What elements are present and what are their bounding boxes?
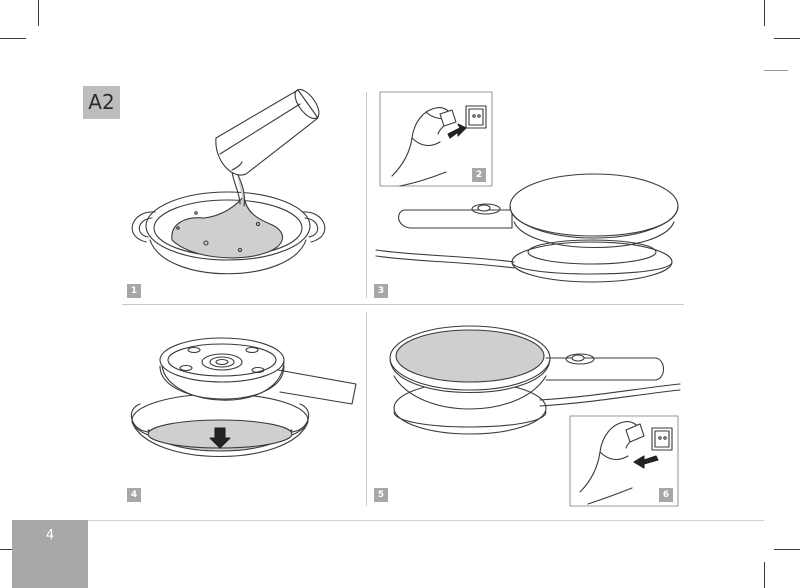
unplug-from-socket-icon <box>569 415 679 507</box>
crop-mark <box>38 0 39 26</box>
crop-mark <box>774 549 800 550</box>
step-badge-4: 4 <box>127 488 141 502</box>
step-badge-5: 5 <box>374 488 388 502</box>
vertical-divider-bottom <box>366 312 367 506</box>
crop-mark <box>764 562 765 588</box>
step-badge-1: 1 <box>127 284 141 298</box>
cooker-on-base-icon <box>375 173 679 283</box>
footer-divider <box>88 520 764 521</box>
pour-water-into-base-icon <box>131 88 326 275</box>
vertical-divider-top <box>366 92 367 298</box>
crop-mark <box>764 70 788 71</box>
plug-into-socket-icon <box>379 91 493 187</box>
crop-mark <box>774 38 800 39</box>
page-number-box: 4 <box>12 520 88 588</box>
step-badge-2: 2 <box>472 168 486 182</box>
dip-cooker-into-base-icon <box>130 337 357 458</box>
horizontal-divider <box>122 304 684 305</box>
step-badge-6: 6 <box>659 488 673 502</box>
crop-mark <box>764 0 765 26</box>
crop-mark <box>0 38 26 39</box>
section-label: A2 <box>83 86 120 119</box>
step-badge-3: 3 <box>374 284 388 298</box>
cooker-filled-on-base-icon <box>389 325 681 435</box>
page-number: 4 <box>45 528 55 543</box>
